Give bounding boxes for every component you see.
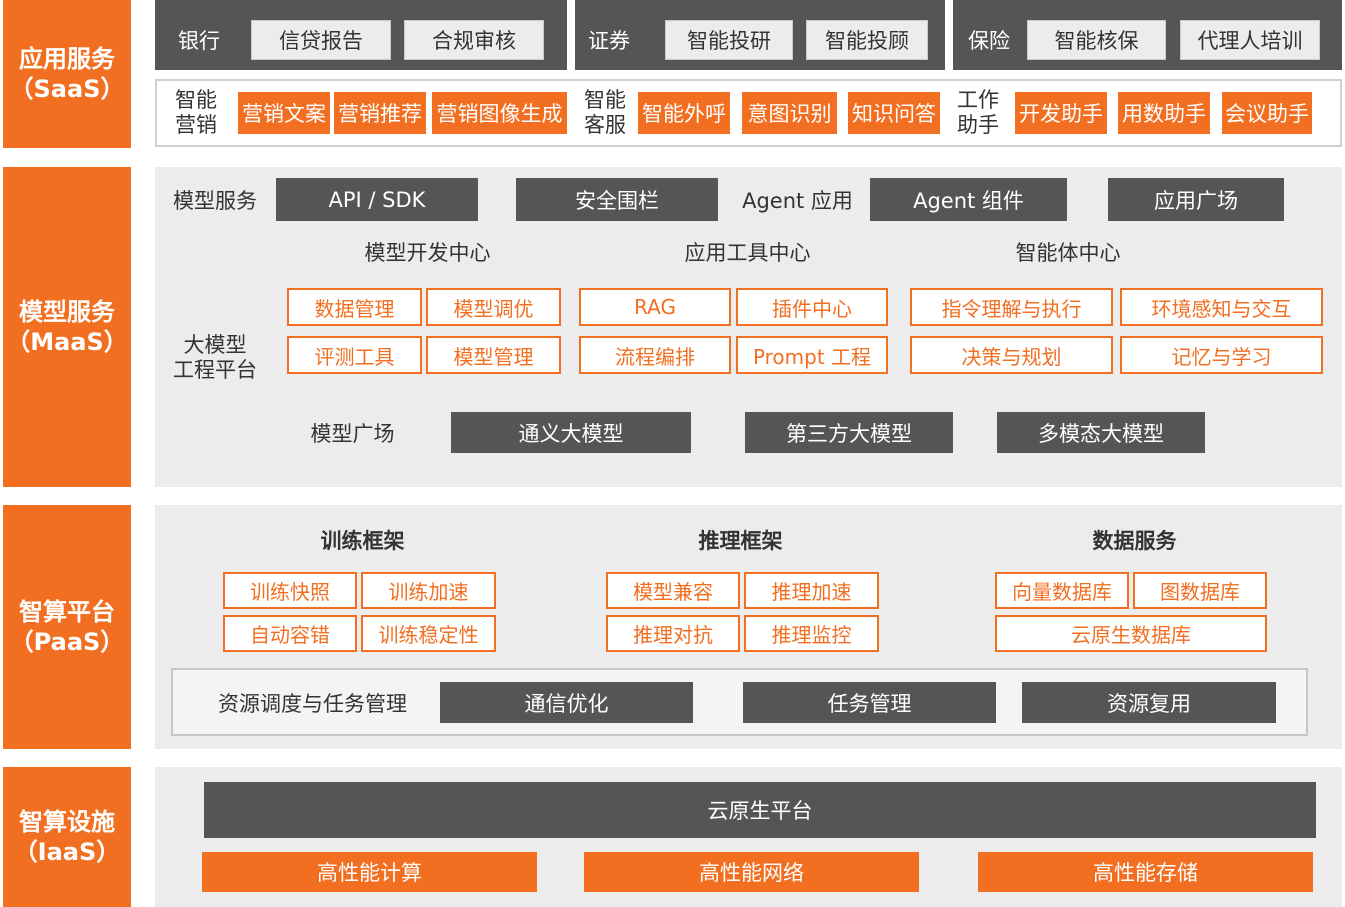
paas-auto-fault-tolerance: 自动容错 [223,615,357,652]
saas-item-smart-research: 智能投研 [665,20,793,60]
saas-item-knowledge-qa: 知识问答 [848,92,940,134]
maas-app-plaza: 应用广场 [1108,178,1284,221]
saas-item-meeting-assistant: 会议助手 [1222,92,1312,134]
iaas-hpc-compute: 高性能计算 [202,852,537,892]
label-line: 工程平台 [173,358,257,382]
saas-item-data-assistant: 用数助手 [1118,92,1210,134]
paas-comm-optimization: 通信优化 [440,682,693,723]
label-line: 大模型 [183,333,247,357]
resource-scheduling-label: 资源调度与任务管理 [218,692,407,716]
saas-item-smart-outbound: 智能外呼 [638,92,730,134]
saas-item-dev-assistant: 开发助手 [1015,92,1107,134]
saas-item-marketing-recommend: 营销推荐 [334,92,426,134]
industry-label-securities: 证券 [588,29,630,53]
function-label-assistant: 工作 助手 [947,87,1009,139]
framework-title-data: 数据服务 [1092,529,1177,553]
model-service-label: 模型服务 [173,189,257,213]
iaas-cloud-native-platform: 云原生平台 [204,782,1316,838]
paas-inference-adversarial: 推理对抗 [606,615,740,652]
maas-eval-tools: 评测工具 [287,336,422,374]
maas-memory-learning: 记忆与学习 [1120,336,1323,374]
saas-item-credit-report: 信贷报告 [251,20,391,60]
layer-subtitle: （PaaS） [9,628,125,656]
maas-rag: RAG [579,288,731,326]
saas-item-smart-underwriting: 智能核保 [1027,20,1166,60]
function-label-service: 智能 客服 [574,87,636,139]
saas-item-intent-recognition: 意图识别 [742,92,837,134]
layer-label-iaas: 智算设施 （IaaS） [3,767,131,907]
saas-item-agent-training: 代理人培训 [1180,20,1320,60]
layer-label-paas: 智算平台 （PaaS） [3,505,131,749]
label-line: 客服 [584,113,626,137]
paas-graph-db: 图数据库 [1133,572,1267,609]
maas-third-party-llm: 第三方大模型 [745,412,953,453]
center-title-app-tools: 应用工具中心 [684,241,811,265]
framework-title-training: 训练框架 [320,529,405,553]
layer-subtitle: （SaaS） [9,75,125,103]
saas-item-compliance: 合规审核 [404,20,544,60]
paas-training-snapshot: 训练快照 [223,572,357,609]
maas-instruction-execution: 指令理解与执行 [910,288,1113,326]
llm-platform-label: 大模型 工程平台 [160,330,270,386]
center-title-model-dev: 模型开发中心 [364,241,491,265]
layer-subtitle: （IaaS） [13,838,121,866]
maas-env-perception: 环境感知与交互 [1120,288,1323,326]
industry-label-bank: 银行 [178,29,220,53]
label-line: 智能 [175,88,217,112]
maas-plugin-center: 插件中心 [736,288,888,326]
maas-data-management: 数据管理 [287,288,422,326]
maas-decision-planning: 决策与规划 [910,336,1113,374]
paas-vector-db: 向量数据库 [995,572,1129,609]
maas-api-sdk: API / SDK [276,178,478,221]
function-label-marketing: 智能 营销 [165,87,227,139]
saas-item-marketing-image: 营销图像生成 [432,92,567,134]
maas-model-tuning: 模型调优 [426,288,561,326]
maas-flow-orchestration: 流程编排 [579,336,731,374]
model-plaza-label: 模型广场 [310,422,395,446]
iaas-hpc-network: 高性能网络 [584,852,919,892]
paas-training-stability: 训练稳定性 [361,615,496,652]
label-line: 智能 [584,88,626,112]
maas-model-management: 模型管理 [426,336,561,374]
layer-label-maas: 模型服务 （MaaS） [3,167,131,487]
saas-item-marketing-copy: 营销文案 [238,92,330,134]
maas-multimodal-llm: 多模态大模型 [997,412,1205,453]
layer-title: 应用服务 [19,45,115,73]
industry-label-insurance: 保险 [968,29,1010,53]
paas-model-compat: 模型兼容 [606,572,740,609]
layer-title: 模型服务 [19,298,115,326]
iaas-hpc-storage: 高性能存储 [978,852,1313,892]
maas-tongyi-llm: 通义大模型 [451,412,691,453]
framework-title-inference: 推理框架 [698,529,783,553]
agent-app-label: Agent 应用 [742,189,853,213]
paas-inference-acceleration: 推理加速 [744,572,879,609]
paas-cloud-native-db: 云原生数据库 [995,615,1267,652]
maas-security-fence: 安全围栏 [516,178,718,221]
center-title-agent: 智能体中心 [1015,241,1121,265]
paas-inference-monitoring: 推理监控 [744,615,879,652]
paas-training-acceleration: 训练加速 [361,572,496,609]
label-line: 工作 [957,88,999,112]
maas-agent-components: Agent 组件 [870,178,1067,221]
layer-title: 智算设施 [19,808,115,836]
layer-subtitle: （MaaS） [6,328,128,356]
layer-label-saas: 应用服务 （SaaS） [3,0,131,148]
maas-prompt-engineering: Prompt 工程 [736,336,888,374]
saas-item-smart-advisor: 智能投顾 [806,20,928,60]
layer-title: 智算平台 [19,598,115,626]
paas-task-management: 任务管理 [743,682,996,723]
label-line: 助手 [957,113,999,137]
label-line: 营销 [175,113,217,137]
paas-resource-reuse: 资源复用 [1022,682,1276,723]
